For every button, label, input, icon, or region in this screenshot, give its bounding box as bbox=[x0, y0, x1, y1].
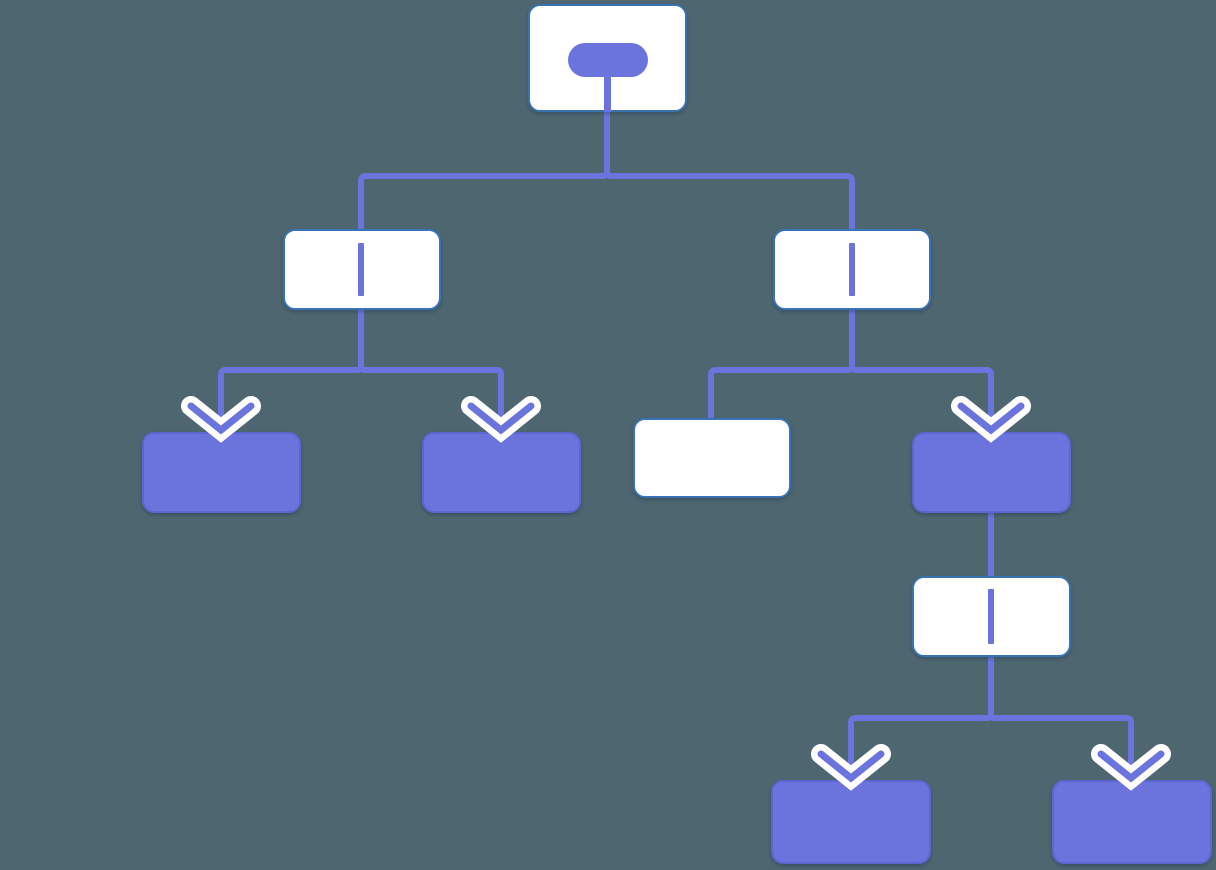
edge-connector bbox=[604, 112, 855, 229]
tree-node-n9[interactable] bbox=[1052, 780, 1212, 864]
arrowhead-inner bbox=[467, 402, 535, 435]
arrowhead-outline bbox=[811, 744, 891, 791]
tree-node-n6[interactable] bbox=[912, 432, 1071, 513]
tree-node-n3[interactable] bbox=[142, 432, 301, 513]
edge-connector bbox=[988, 657, 1134, 780]
tree-node-n4[interactable] bbox=[422, 432, 581, 513]
arrowhead-inner bbox=[957, 402, 1025, 435]
arrowhead-inner bbox=[817, 750, 885, 783]
edge-connector bbox=[218, 310, 364, 432]
arrowhead-outline bbox=[951, 396, 1031, 443]
arrowhead-chevron bbox=[461, 396, 541, 443]
tree-node-n8[interactable] bbox=[771, 780, 931, 864]
arrowhead-inner bbox=[1097, 750, 1165, 783]
edge-connector bbox=[708, 310, 855, 418]
arrowhead-outline bbox=[1091, 744, 1171, 791]
arrowhead-chevron bbox=[1091, 744, 1171, 791]
node-caret-mark bbox=[358, 243, 364, 296]
arrowhead-outline bbox=[181, 396, 261, 443]
arrowhead-inner bbox=[187, 402, 255, 435]
node-caret-mark bbox=[849, 243, 855, 296]
node-caret-mark bbox=[988, 589, 994, 644]
node-pill-badge bbox=[568, 43, 648, 77]
edge-connector bbox=[358, 310, 504, 432]
node-stem bbox=[604, 77, 611, 112]
arrowhead-outline bbox=[461, 396, 541, 443]
arrowhead-chevron bbox=[811, 744, 891, 791]
tree-node-n5[interactable] bbox=[633, 418, 791, 498]
edge-connector bbox=[848, 657, 994, 780]
arrowhead-chevron bbox=[951, 396, 1031, 443]
arrowhead-chevron bbox=[181, 396, 261, 443]
edge-connector bbox=[358, 112, 610, 229]
edge-connector bbox=[849, 310, 994, 432]
